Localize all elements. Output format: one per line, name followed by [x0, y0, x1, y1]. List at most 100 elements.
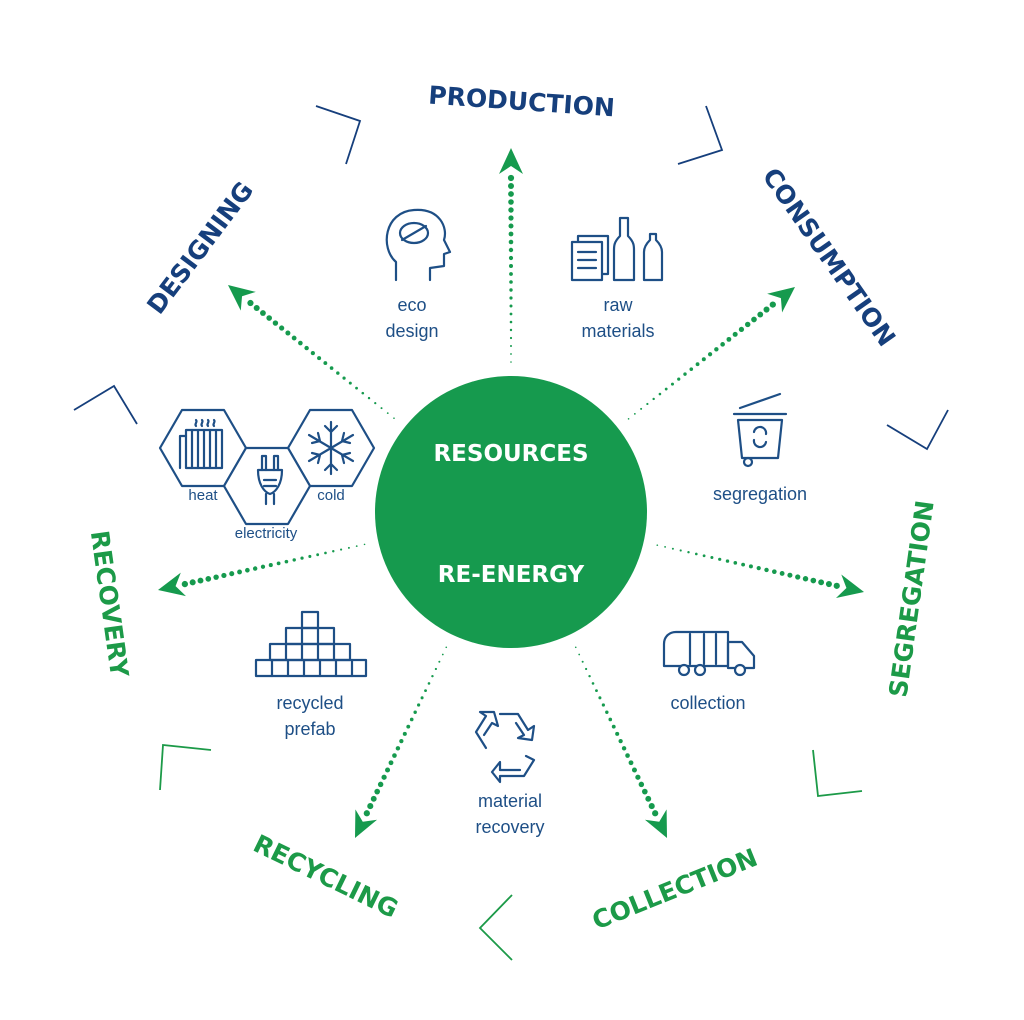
arrow-dot	[402, 731, 407, 736]
arrow-dot	[744, 321, 751, 328]
arrow-dot	[509, 336, 513, 340]
arrow-dot	[310, 350, 315, 356]
arrow-dot	[757, 311, 764, 318]
arrow-dot	[406, 724, 411, 729]
bracket	[812, 749, 863, 797]
arrow-dot	[741, 562, 746, 567]
arrow-to-production	[499, 148, 523, 363]
arrow-dot	[339, 548, 343, 551]
bracket	[159, 744, 212, 791]
arrow-dot	[300, 556, 304, 560]
block-pyramid-icon	[254, 610, 368, 678]
arrow-dot	[635, 774, 641, 780]
arrow-dot	[221, 572, 227, 579]
arrow-dot	[707, 352, 713, 357]
arrow-dot	[664, 546, 666, 548]
arrow-dot	[640, 407, 643, 410]
center-title-resources: RESOURCES	[433, 441, 588, 467]
arrow-dot	[298, 340, 303, 346]
arrow-dot	[308, 554, 312, 558]
arrow-dot	[591, 682, 595, 685]
arrow-dot	[189, 579, 196, 586]
arrow-dot	[611, 724, 616, 729]
arrow-dot	[260, 564, 266, 569]
arrow-dot	[652, 397, 655, 401]
arrow-dot	[413, 710, 417, 714]
arrow-dot	[381, 774, 387, 780]
arrow-dot	[445, 646, 448, 649]
arrow-dot	[324, 551, 327, 555]
label-electricity: electricity	[235, 525, 298, 542]
arrow-dot	[508, 255, 514, 261]
arrow-dot	[818, 579, 825, 586]
arrow-dot	[763, 306, 770, 313]
arrow-dot	[645, 795, 652, 802]
arrow-dot	[237, 569, 242, 575]
arrow-dot	[751, 316, 757, 323]
arrow-dot	[585, 667, 588, 671]
arrow-dot	[332, 550, 335, 553]
arrow-dot	[509, 280, 513, 284]
arrow-to-collection	[574, 646, 667, 838]
arrow-dot	[687, 551, 690, 554]
arrow-dot	[574, 646, 577, 649]
arrow-dot	[628, 760, 634, 766]
arrow-dot	[355, 545, 358, 547]
arrow-dot	[355, 386, 358, 390]
stage-recovery: RECOVERY	[85, 529, 134, 680]
arrow-dot	[347, 546, 350, 549]
arrow-dot	[509, 320, 513, 324]
arrow-dot	[323, 361, 328, 365]
label-collection: collection	[670, 693, 745, 713]
arrow-dot	[638, 781, 645, 788]
arrow-dot	[689, 367, 694, 371]
arrow-dot	[748, 564, 753, 569]
arrow-dot	[367, 396, 371, 400]
label-materials: materials	[581, 321, 654, 341]
arrow-dot	[683, 372, 687, 376]
arrow-dot	[726, 336, 732, 342]
arrow-dot	[409, 717, 414, 722]
arrow-dot	[508, 223, 514, 229]
arrow-dot	[631, 767, 637, 773]
arrow-dot	[671, 547, 674, 550]
arrow-dot	[508, 183, 514, 189]
label-eco: eco	[397, 295, 426, 315]
arrow-dot	[618, 738, 623, 744]
arrowhead	[835, 574, 864, 598]
arrow-dot	[598, 696, 602, 700]
arrow-dot	[431, 674, 434, 678]
arrow-dot	[393, 417, 395, 419]
arrow-dot	[388, 760, 394, 766]
arrow-dot	[509, 304, 513, 308]
arrow-dot	[329, 366, 334, 370]
arrow-dot	[374, 788, 381, 795]
arrow-dot	[694, 552, 698, 556]
arrow-dot	[245, 567, 250, 573]
arrowhead	[767, 287, 795, 313]
bracket	[478, 894, 513, 961]
arrow-dot	[508, 199, 514, 205]
center-circle	[375, 376, 647, 648]
arrow-dot	[253, 305, 260, 312]
arrow-to-recycling	[355, 646, 448, 838]
arrow-dot	[348, 381, 352, 385]
arrow-dot	[795, 574, 801, 580]
stage-production: PRODUCTION	[427, 81, 615, 123]
label-heat: heat	[188, 487, 218, 504]
paper-bottles-icon	[570, 216, 664, 282]
arrow-dot	[833, 582, 840, 589]
label-recycled: recycled	[276, 693, 343, 713]
arrow-dot	[769, 301, 776, 308]
arrow-dot	[720, 342, 725, 347]
arrow-dot	[581, 660, 584, 663]
arrow-dot	[509, 264, 513, 268]
label-cold: cold	[317, 487, 345, 504]
arrow-dot	[656, 544, 659, 546]
arrowhead	[158, 572, 186, 597]
arrow-dot	[621, 746, 627, 751]
arrow-dot	[508, 191, 514, 197]
arrow-dot	[361, 391, 365, 395]
arrow-dot	[695, 362, 700, 367]
stage-segregation: SEGREGATION	[883, 499, 939, 699]
